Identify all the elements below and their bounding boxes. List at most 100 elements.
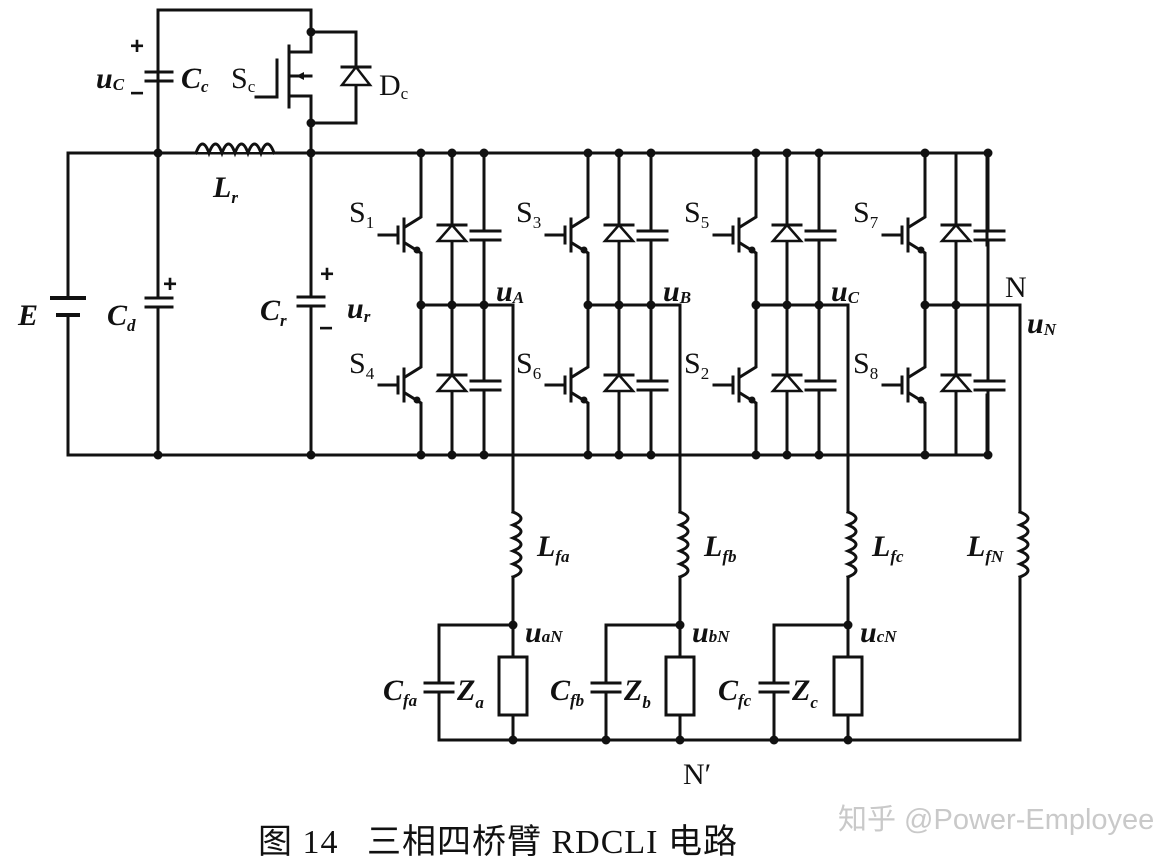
junction-dot: [614, 300, 624, 310]
junction-dot: [416, 148, 426, 158]
label-clamp-diode: Dc: [379, 69, 409, 103]
label-clamp-switch: Sc: [231, 62, 256, 96]
label-dc-cap: Cd: [107, 299, 136, 335]
output-filter-4: LfN: [966, 478, 1030, 742]
clamp-cap-minus: −: [130, 80, 144, 107]
junction-dot: [814, 450, 824, 460]
diode-lower-icon: [939, 373, 973, 393]
junction-dot: [983, 450, 993, 460]
igbt-s2-body: [737, 343, 758, 427]
snubber-cap-lower: [469, 379, 502, 392]
junction-dot: [751, 300, 761, 310]
igbt-s5-gate: [712, 225, 735, 245]
filter-cap-wire: [604, 623, 682, 742]
junction-dot: [675, 735, 685, 745]
junction-dot: [782, 450, 792, 460]
label-load-a: Za: [456, 674, 484, 712]
igbt-s6-body: [569, 343, 590, 427]
junction-dot: [751, 148, 761, 158]
igbt-s8-emitter-arrow: [917, 396, 925, 404]
igbt-s5-emitter-arrow: [748, 246, 756, 254]
diode-upper-icon: [939, 223, 973, 243]
igbt-s7-body: [906, 193, 927, 277]
junction-dot: [843, 620, 853, 630]
resonant-inductor-icon: [194, 142, 276, 158]
igbt-s4-emitter-arrow: [413, 396, 421, 404]
label-filter-cap-fa: Cfa: [383, 674, 418, 710]
resonant-capacitor-icon: [296, 295, 326, 308]
junction-dot: [583, 300, 593, 310]
label-source-E: E: [17, 299, 38, 332]
junction-dot: [447, 450, 457, 460]
junction-dot: [920, 300, 930, 310]
filter-inductor-icon: [676, 510, 690, 579]
junction-dot: [479, 300, 489, 310]
label-resonant-inductor: Lr: [212, 171, 238, 207]
clamp-switch-gate: [254, 58, 279, 99]
label-filter-cap-fb: Cfb: [550, 674, 584, 710]
label-neutral-N: N: [1005, 271, 1027, 304]
junction-dot: [646, 148, 656, 158]
filter-cap-wire: [772, 623, 850, 742]
dc-link-section: [50, 138, 989, 457]
igbt-s7-gate: [881, 225, 904, 245]
label-load-b: Zb: [623, 674, 651, 712]
junction-dot: [447, 148, 457, 158]
label-clamp-voltage: uC: [96, 62, 125, 95]
load-impedance-icon: [497, 655, 529, 717]
igbt-s6-emitter-arrow: [580, 396, 588, 404]
igbt-s6-gate: [544, 375, 567, 395]
igbt-s1-body: [402, 193, 423, 277]
junction-dot: [583, 450, 593, 460]
label-filter-inductor-fa: Lfa: [536, 530, 570, 566]
label-clamp-cap: Cc: [181, 62, 209, 96]
igbt-s3-gate: [544, 225, 567, 245]
junction-dot: [782, 300, 792, 310]
junction-dot: [951, 300, 961, 310]
label-filter-inductor-fb: Lfb: [703, 530, 737, 566]
junction-dot: [782, 148, 792, 158]
junction-dot: [508, 620, 518, 630]
igbt-s5-body: [737, 193, 758, 277]
snubber-cap-upper: [804, 229, 837, 242]
igbt-s1-gate: [377, 225, 400, 245]
dc-cap-plus: +: [163, 271, 177, 298]
snubber-cap-upper: [973, 229, 1006, 242]
junction-dot: [769, 735, 779, 745]
junction-dot: [843, 735, 853, 745]
junction-dot: [920, 450, 930, 460]
clamp-diode-icon: [339, 64, 373, 87]
junction-dot: [983, 148, 993, 158]
junction-dot: [479, 148, 489, 158]
filter-capacitor-icon: [423, 681, 455, 694]
junction-dot: [306, 450, 316, 460]
snubber-cap-lower: [973, 379, 1006, 392]
resonant-cap-minus: −: [319, 315, 333, 342]
igbt-s7-emitter-arrow: [917, 246, 925, 254]
junction-dot: [153, 148, 163, 158]
snubber-cap-lower: [804, 379, 837, 392]
diode-upper-icon: [602, 223, 636, 243]
label-output-C: uC: [831, 275, 860, 308]
filter-cap-wire: [437, 623, 515, 742]
diode-lower-icon: [435, 373, 469, 393]
label-filter-inductor-fN: LfN: [966, 530, 1004, 566]
junction-dot: [646, 300, 656, 310]
label-output-N: uN: [1027, 307, 1057, 340]
label-switch-s3: S3: [516, 196, 541, 232]
junction-dot: [646, 450, 656, 460]
label-load-voltage-cN: ucN: [860, 616, 897, 649]
junction-dot: [479, 450, 489, 460]
junction-dot: [583, 148, 593, 158]
label-load-voltage-bN: ubN: [692, 616, 730, 649]
label-load-neutral: N′: [683, 758, 711, 791]
diode-upper-icon: [770, 223, 804, 243]
junction-dot: [416, 300, 426, 310]
diode-lower-icon: [602, 373, 636, 393]
junction-dot: [447, 300, 457, 310]
igbt-s2-gate: [712, 375, 735, 395]
junction-dot: [614, 450, 624, 460]
